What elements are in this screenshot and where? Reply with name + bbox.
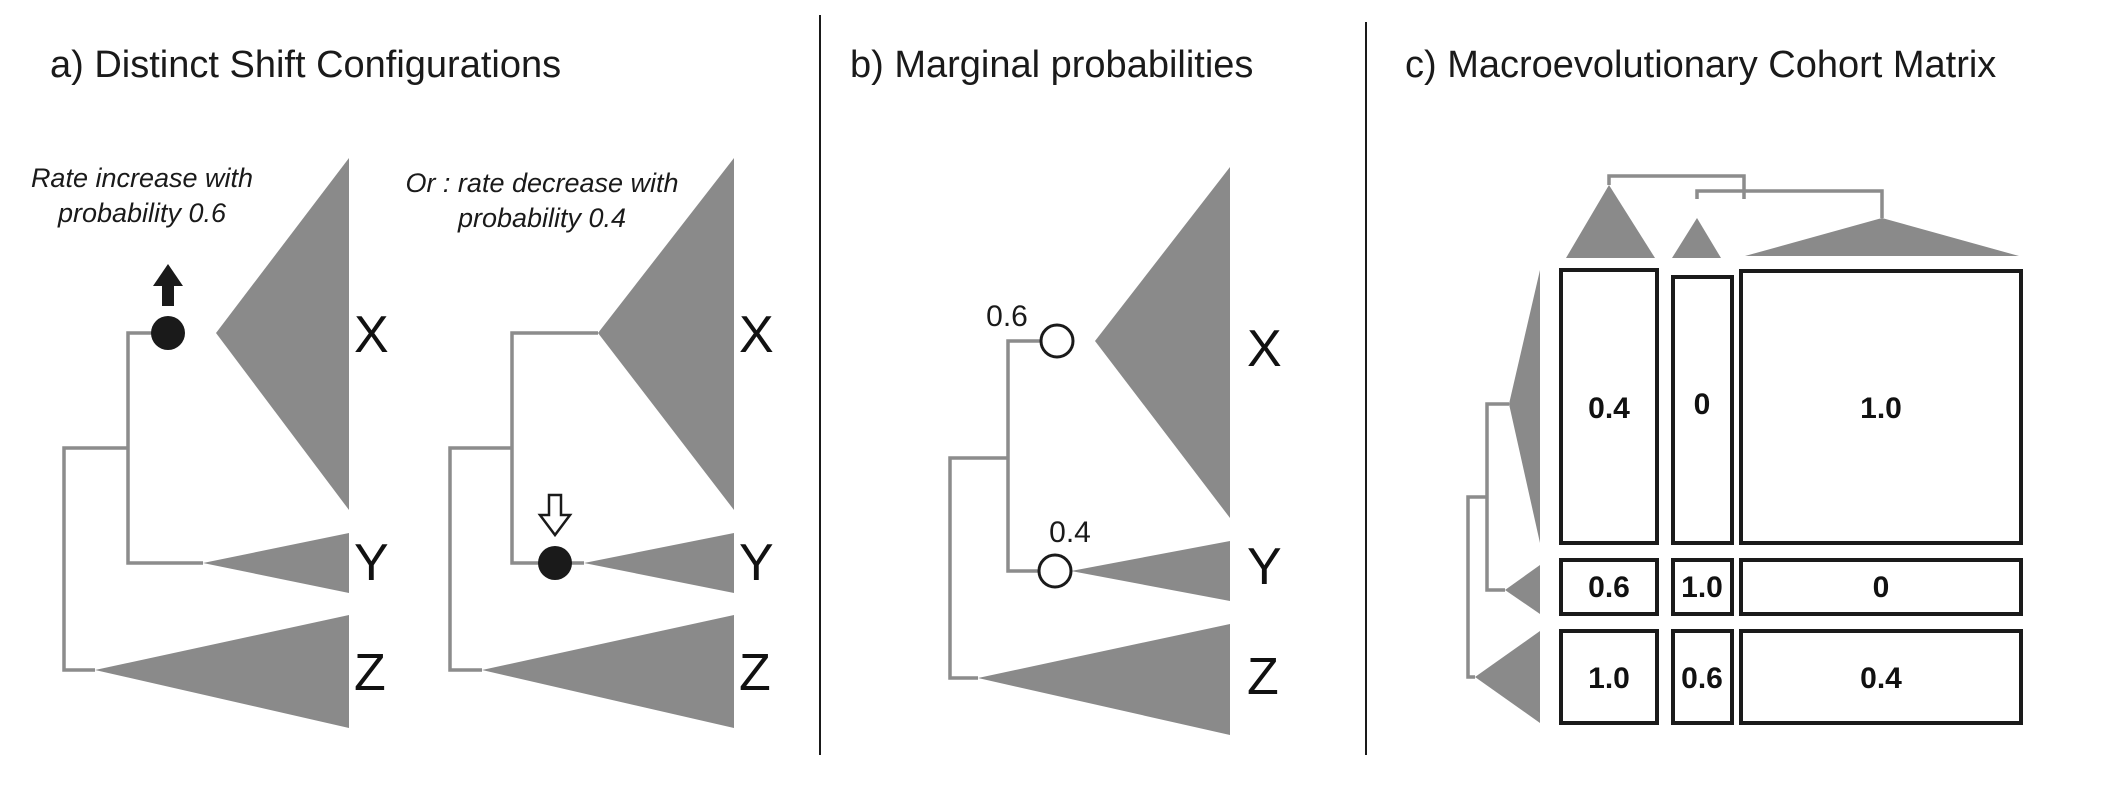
clade-y-marginal [1071,541,1230,601]
tree-rate-decrease: X Y Z [448,158,774,728]
left-clade-3 [1475,631,1540,723]
tree2-branches [448,331,598,672]
marginal-node-x [1039,323,1075,359]
top-tree-branches [1607,174,1884,218]
shift-node-tree1 [151,316,185,350]
matrix-value-1-1: 0.4 [1588,392,1630,425]
matrix-value-2-3: 0 [1873,571,1890,604]
matrix-value-2-2: 1.0 [1681,571,1723,604]
matrix-cell-2-1 [1559,558,1659,616]
tree1-branches [62,331,203,672]
caption-decrease-line1: Or : rate decrease with [405,168,678,198]
caption-decrease-line2: probability 0.4 [457,203,626,233]
clade-z-marginal [978,624,1230,735]
panel-a-title: a) Distinct Shift Configurations [50,44,561,86]
down-arrow-icon [537,493,573,538]
tip-label-x-tree2: X [739,306,774,364]
matrix-value-3-1: 1.0 [1588,662,1630,695]
matrix-cell-1-3 [1739,269,2023,545]
matrix-value-3-2: 0.6 [1681,662,1723,695]
matrix-value-3-3: 0.4 [1860,662,1902,695]
left-clade-1 [1509,270,1540,543]
clade-z-tree1 [95,615,349,728]
panel-c: c) Macroevolutionary Cohort Matrix [1405,44,2023,725]
panel-c-title: c) Macroevolutionary Cohort Matrix [1405,44,1996,86]
matrix-cell-2-3 [1739,558,2023,616]
shift-node-tree2 [538,546,572,580]
clade-y-tree1 [203,533,349,593]
matrix-cell-1-1 [1559,268,1659,545]
left-tree-branches [1466,402,1509,679]
clade-x-tree2 [598,158,734,510]
matrix-value-1-2: 0 [1694,388,1711,421]
top-clade-3 [1745,218,2019,256]
top-clade-2 [1672,218,1721,258]
up-arrow-icon [153,264,183,306]
clade-y-tree2 [584,533,734,593]
tip-label-x-marginal: X [1247,320,1282,378]
panel-b: b) Marginal probabilities 0.6 0.4 X Y Z [850,44,1282,735]
tip-label-x-tree1: X [354,306,389,364]
matrix-cell-3-2 [1671,629,1734,725]
marginal-prob-y: 0.4 [1049,516,1091,549]
matrix-value-2-1: 0.6 [1588,571,1630,604]
left-clade-2 [1505,565,1540,614]
tip-label-z-tree2: Z [739,644,771,702]
top-clade-1 [1566,185,1655,258]
marginal-node-y [1037,553,1073,589]
tip-label-z-tree1: Z [354,644,386,702]
tip-label-y-tree2: Y [739,534,774,592]
panel-b-title: b) Marginal probabilities [850,44,1253,86]
cohort-matrix: 0.4 0 1.0 0.6 1.0 0 1.0 0.6 0.4 [1559,268,2023,725]
tree-rate-increase: X Y Z [62,158,389,728]
caption-increase-line2: probability 0.6 [57,198,227,228]
clade-x-marginal [1095,167,1230,518]
caption-increase-line1: Rate increase with [31,163,253,193]
panel-a: a) Distinct Shift Configurations Rate in… [31,44,774,728]
matrix-cell-3-1 [1559,629,1659,725]
clade-x-tree1 [216,158,349,510]
top-tree [1566,174,2019,258]
tip-label-z-marginal: Z [1247,648,1279,706]
clade-z-tree2 [482,615,734,728]
left-tree [1466,270,1540,723]
matrix-value-1-3: 1.0 [1860,392,1902,425]
matrix-cell-1-2 [1671,275,1734,545]
marginal-prob-x: 0.6 [986,300,1028,333]
tip-label-y-tree1: Y [354,534,389,592]
tree-marginal-branches [948,339,1071,680]
matrix-cell-3-3 [1739,629,2023,725]
matrix-cell-2-2 [1671,558,1734,616]
tip-label-y-marginal: Y [1247,538,1282,596]
